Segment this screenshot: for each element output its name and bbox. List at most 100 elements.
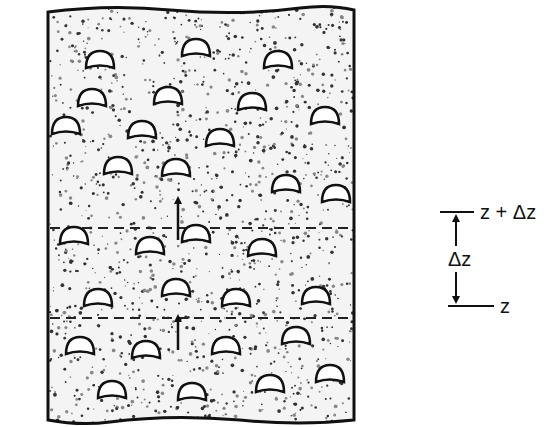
speck xyxy=(300,43,303,46)
speck xyxy=(173,78,175,80)
speck xyxy=(111,307,113,309)
speck xyxy=(98,253,99,254)
speck xyxy=(259,124,262,127)
speck xyxy=(292,111,294,113)
speck xyxy=(212,231,215,234)
speck xyxy=(73,175,75,177)
speck xyxy=(66,167,69,170)
speck xyxy=(157,149,159,151)
speck xyxy=(275,106,279,110)
speck xyxy=(261,404,263,406)
speck xyxy=(80,307,83,310)
speck xyxy=(203,76,204,77)
speck xyxy=(262,167,265,170)
speck xyxy=(249,262,252,265)
speck xyxy=(271,173,273,175)
speck xyxy=(301,13,305,17)
speck xyxy=(118,266,120,268)
speck xyxy=(66,320,68,322)
speck xyxy=(316,89,320,93)
speck xyxy=(338,171,340,173)
speck xyxy=(194,24,196,26)
speck xyxy=(208,221,210,223)
speck xyxy=(181,66,182,67)
speck xyxy=(92,176,95,179)
speck xyxy=(154,207,156,209)
speck xyxy=(251,391,254,394)
speck xyxy=(76,175,79,178)
speck xyxy=(124,305,126,307)
speck xyxy=(220,298,222,300)
speck xyxy=(215,174,218,177)
speck xyxy=(77,243,79,245)
speck xyxy=(75,398,78,401)
bubble xyxy=(238,93,266,110)
speck xyxy=(147,34,148,35)
speck xyxy=(185,153,188,156)
speck xyxy=(55,99,57,101)
speck xyxy=(216,178,217,179)
speck xyxy=(143,388,145,390)
speck xyxy=(169,83,172,86)
speck xyxy=(53,290,54,291)
speck xyxy=(342,21,344,23)
speck xyxy=(263,152,264,153)
speck xyxy=(59,64,61,66)
speck xyxy=(60,84,62,86)
speck xyxy=(294,385,296,387)
speck xyxy=(161,51,164,54)
speck xyxy=(74,327,76,329)
speck xyxy=(121,203,124,206)
bubble xyxy=(206,129,234,146)
speck xyxy=(216,52,219,55)
speck xyxy=(287,362,289,364)
speck xyxy=(341,90,344,93)
speck xyxy=(126,229,129,232)
speck xyxy=(92,366,94,368)
speck xyxy=(281,132,284,135)
speck xyxy=(153,285,157,289)
speck xyxy=(341,339,344,342)
speck xyxy=(285,170,288,173)
speck xyxy=(61,38,64,41)
speck xyxy=(237,205,240,208)
speck xyxy=(293,77,294,78)
speck xyxy=(347,358,349,360)
speck xyxy=(69,155,71,157)
bubble xyxy=(66,337,94,354)
speck xyxy=(228,32,230,34)
speck xyxy=(290,366,291,367)
speck xyxy=(171,323,172,324)
speck xyxy=(58,254,60,256)
speck xyxy=(319,26,321,28)
speck xyxy=(145,166,149,170)
speck xyxy=(319,223,321,225)
speck xyxy=(345,21,348,24)
speck xyxy=(195,350,198,353)
speck xyxy=(68,31,72,35)
speck xyxy=(59,191,61,193)
speck xyxy=(296,79,298,81)
speck xyxy=(294,156,297,159)
speck xyxy=(97,324,100,327)
speck xyxy=(96,27,98,29)
speck xyxy=(235,241,238,244)
speck xyxy=(173,17,175,19)
speck xyxy=(57,415,61,419)
speck xyxy=(86,376,89,379)
speck xyxy=(138,38,140,40)
speck xyxy=(264,391,266,393)
speck xyxy=(65,156,69,160)
speck xyxy=(148,326,152,330)
speck xyxy=(277,281,280,284)
speck xyxy=(259,193,263,197)
speck xyxy=(195,275,197,277)
speck xyxy=(251,229,253,231)
speck xyxy=(282,239,285,242)
speck xyxy=(120,356,122,358)
speck xyxy=(123,74,125,76)
speck xyxy=(70,376,72,378)
speck xyxy=(195,26,197,28)
speck xyxy=(317,103,319,105)
speck xyxy=(274,346,277,349)
